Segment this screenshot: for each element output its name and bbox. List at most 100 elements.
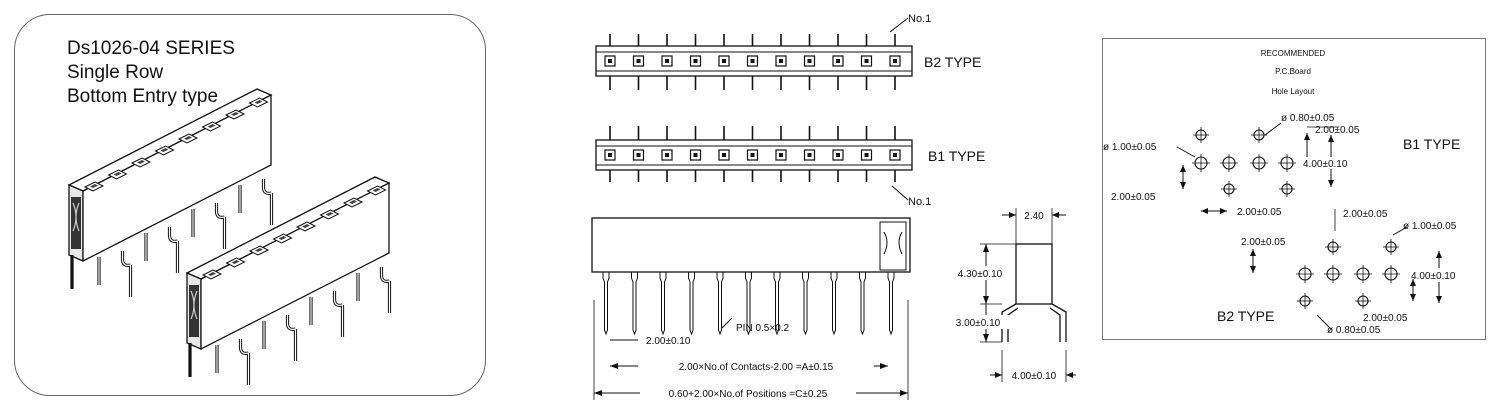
socket-cavity bbox=[207, 124, 216, 128]
contact-socket bbox=[860, 149, 873, 161]
socket-cavity bbox=[208, 272, 216, 276]
b1-span-dim: 4.00±0.10 bbox=[1303, 159, 1348, 170]
contact-socket-hole bbox=[608, 153, 612, 157]
socket-cavity bbox=[349, 200, 357, 204]
contact-socket-hole bbox=[893, 59, 897, 63]
connector-pin-bent-highlight bbox=[121, 251, 132, 297]
connector-side-face bbox=[200, 181, 390, 351]
side-pin bbox=[631, 272, 638, 336]
b1-left-pitch-dim: 2.00±0.05 bbox=[1111, 192, 1156, 203]
socket-cavity bbox=[254, 100, 263, 104]
contact-socket-hole bbox=[779, 153, 783, 157]
contact-socket bbox=[775, 149, 787, 161]
contact-socket bbox=[718, 149, 730, 161]
no1-label-bottom: No.1 bbox=[908, 196, 931, 208]
contact-socket-hole bbox=[836, 153, 840, 157]
contact-socket-hole bbox=[893, 153, 897, 157]
contact-socket-hole bbox=[665, 153, 669, 157]
pcb-hole-layout: RECOMMENDED P.C.Board Hole Layout B1 TYP… bbox=[1102, 38, 1486, 340]
connector-pin-bent bbox=[285, 315, 298, 361]
socket-cavity bbox=[255, 248, 263, 252]
connector-side-face bbox=[82, 93, 272, 263]
socket-cavity bbox=[278, 236, 287, 240]
connector-pin-bent bbox=[214, 203, 227, 249]
socket-cavity bbox=[184, 136, 192, 140]
contact-socket bbox=[718, 55, 730, 67]
b1-vertical-pitch-dim: 2.00±0.05 bbox=[1315, 125, 1360, 136]
connector-pin-bent-highlight bbox=[168, 227, 179, 273]
socket-cavity bbox=[302, 224, 310, 228]
end-view: 2.40 4.30±0.10 3.00±0.10 4.00±0.10 bbox=[948, 208, 1076, 382]
body-height-dim: 4.30±0.10 bbox=[958, 269, 1003, 280]
b1-type-label: B1 TYPE bbox=[928, 148, 985, 164]
contact-socket bbox=[832, 149, 844, 161]
b2-small-hole-dim: ø 0.80±0.05 bbox=[1327, 325, 1381, 336]
series-entry-type: Bottom Entry type bbox=[67, 86, 219, 107]
contact-socket bbox=[632, 149, 645, 161]
b2-left-pitch-dim: 2.00±0.05 bbox=[1241, 237, 1286, 248]
connector-pin-bent bbox=[379, 267, 392, 313]
side-pin bbox=[773, 272, 781, 336]
b2-type-label: B2 TYPE bbox=[924, 54, 981, 70]
contact-socket-hole bbox=[807, 153, 812, 157]
series-row-type: Single Row bbox=[67, 62, 164, 83]
contact-socket bbox=[832, 55, 844, 67]
contact-socket-hole bbox=[864, 153, 869, 157]
connector-pin-bent-highlight bbox=[333, 291, 344, 337]
b1-small-hole-dim: ø 0.80±0.05 bbox=[1281, 113, 1335, 124]
side-pin bbox=[887, 272, 895, 336]
socket-cavity bbox=[160, 148, 169, 152]
contact-socket bbox=[632, 55, 645, 67]
contact-socket bbox=[661, 149, 673, 161]
pcb-title-layout: Hole Layout bbox=[1272, 87, 1315, 96]
contact-socket bbox=[746, 55, 759, 67]
b2-span-dim: 4.00±0.10 bbox=[1411, 271, 1456, 282]
contact-socket bbox=[604, 149, 616, 161]
contact-socket bbox=[889, 149, 901, 161]
contact-spring bbox=[72, 202, 80, 232]
connector-pin-bent bbox=[261, 179, 274, 225]
connector-pin-bent bbox=[167, 227, 180, 273]
pin-height-dim: 3.00±0.10 bbox=[956, 318, 1001, 329]
b2-vertical-pitch-dim: 2.00±0.05 bbox=[1363, 313, 1408, 324]
side-pin bbox=[802, 272, 809, 336]
pcb-title-recommended: RECOMMENDED bbox=[1261, 49, 1326, 58]
dimension-a: 2.00×No.of Contacts-2.00 =A±0.15 bbox=[679, 362, 834, 373]
pitch-dimension: 2.00±0.10 bbox=[646, 336, 691, 347]
b1-large-hole-dim: ø 1.00±0.05 bbox=[1103, 142, 1157, 153]
pin-spacing-dim: 4.00±0.10 bbox=[1012, 371, 1057, 382]
side-pin bbox=[688, 272, 695, 336]
socket-cavity bbox=[372, 188, 381, 192]
contact-socket bbox=[661, 55, 673, 67]
b2-top-view: No.1 bbox=[595, 13, 931, 90]
connector-pin-bent bbox=[332, 291, 345, 337]
pcb-layout-drawing: RECOMMENDED P.C.Board Hole Layout B1 TYP… bbox=[1103, 49, 1485, 336]
product-illustration-panel: Ds1026-04 SERIES Single Row Bottom Entry… bbox=[14, 14, 486, 396]
drawing-top-side-views: No.1 B2 TYPE No.1 B1 TYPE 2.00±0.10 PIN … bbox=[591, 13, 985, 400]
contact-socket bbox=[803, 55, 816, 67]
contact-socket bbox=[746, 149, 759, 161]
connector-pin-bent-highlight bbox=[380, 267, 391, 313]
no1-label-top: No.1 bbox=[908, 13, 931, 25]
socket-cavity bbox=[137, 160, 145, 164]
contact-socket-hole bbox=[836, 59, 840, 63]
series-title: Ds1026-04 SERIES bbox=[67, 38, 235, 59]
contact-socket bbox=[604, 55, 616, 67]
contact-socket-hole bbox=[693, 59, 698, 63]
side-pin bbox=[830, 272, 838, 336]
socket-cavity bbox=[231, 260, 240, 264]
connector-pin-bent-highlight bbox=[215, 203, 226, 249]
end-width-dim: 2.40 bbox=[1024, 211, 1044, 222]
dimension-c: 0.60+2.00×No.of Positions =C±0.25 bbox=[669, 389, 828, 400]
isometric-connectors bbox=[67, 88, 392, 385]
contact-socket bbox=[803, 149, 816, 161]
contact-socket-hole bbox=[665, 59, 669, 63]
side-pin bbox=[745, 272, 752, 336]
contact-socket-hole bbox=[636, 153, 641, 157]
contact-socket bbox=[689, 149, 702, 161]
side-pin bbox=[659, 272, 667, 336]
contact-socket-hole bbox=[750, 59, 755, 63]
contact-socket-hole bbox=[779, 59, 783, 63]
contact-socket-hole bbox=[750, 153, 755, 157]
side-pin bbox=[602, 272, 610, 336]
